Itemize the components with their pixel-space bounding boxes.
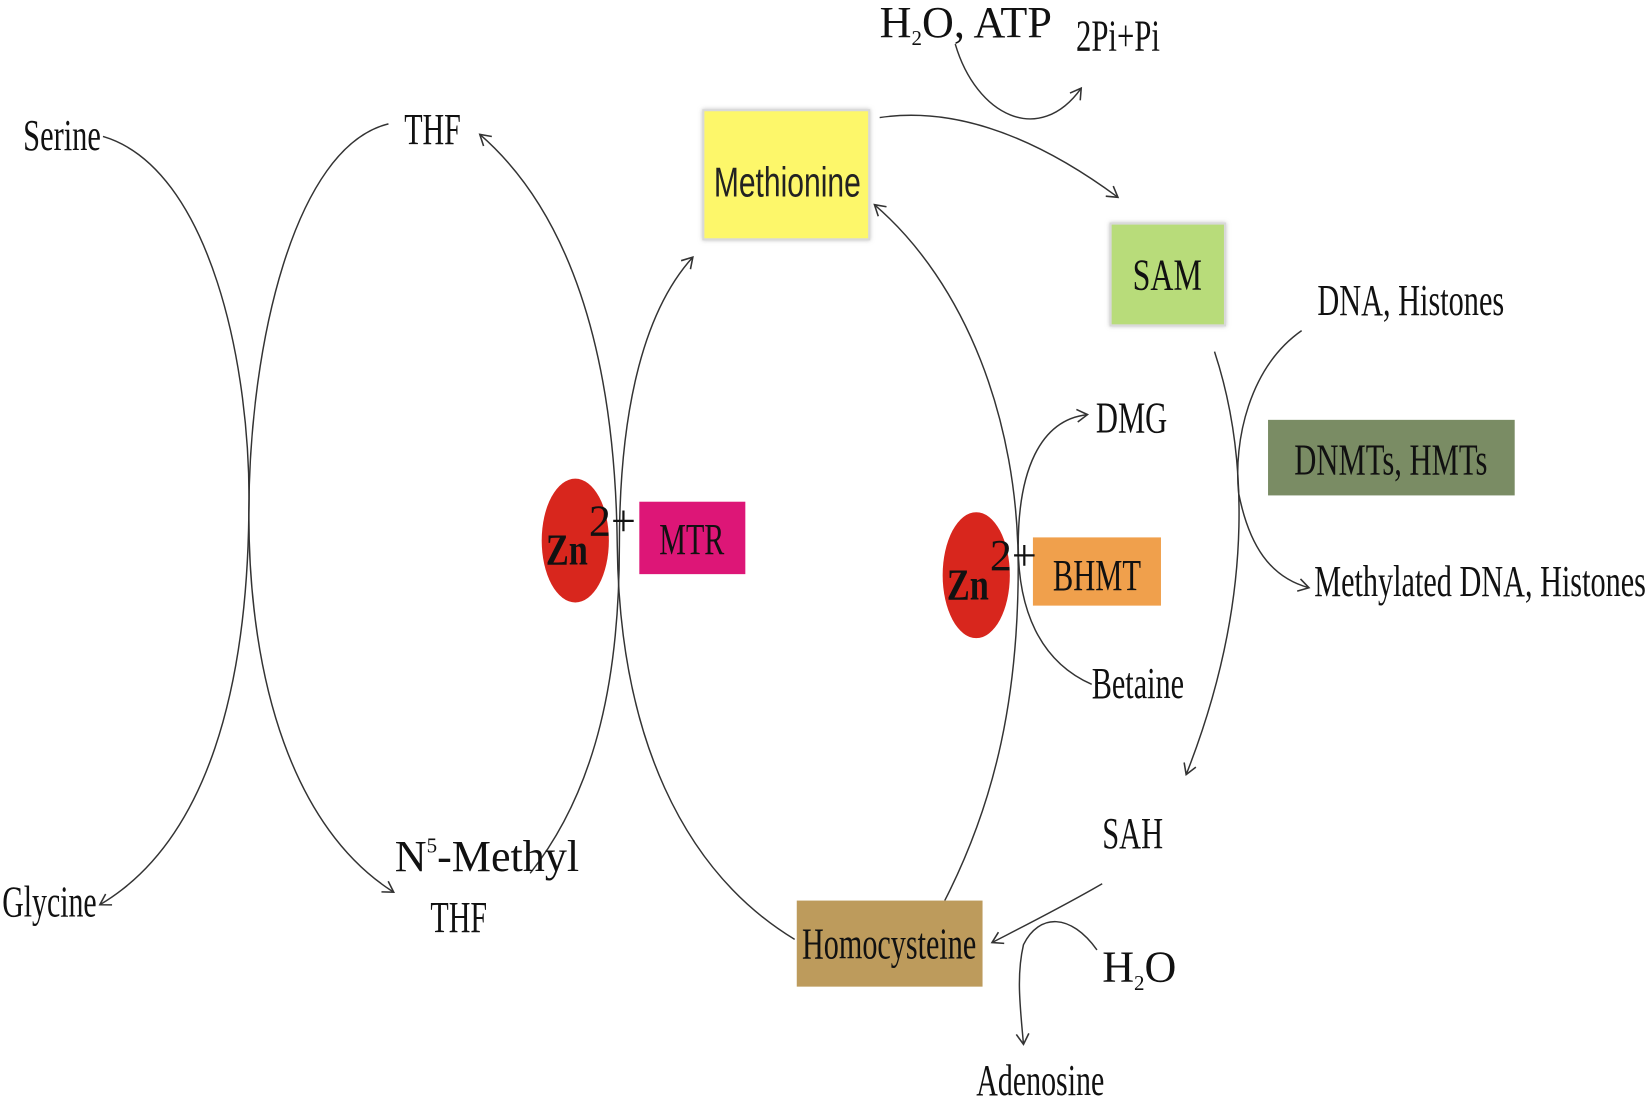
arrow-h2o-to-adenosine (1015, 920, 1098, 1046)
arrow-serine-to-glycine (98, 135, 250, 906)
zinc-charge: 2+ (589, 496, 636, 545)
dna-histones-label: DNA, Histones (1317, 276, 1504, 325)
zinc-label: Zn (947, 560, 989, 609)
pi-label: 2Pi+Pi (1076, 11, 1160, 60)
homocysteine-box: Homocysteine (796, 900, 983, 987)
arrow-dna-to-methylated (1236, 330, 1311, 592)
zinc-cofactor-bhmt: Zn 2+ (942, 512, 1037, 639)
methionine-label: Methionine (714, 158, 861, 205)
arrow-methionine-to-sam (879, 114, 1120, 199)
arrow-betaine-to-dmg (1017, 408, 1092, 686)
arrow-sah-to-homocysteine (990, 883, 1103, 945)
dmg-label: DMG (1096, 393, 1167, 442)
thf-label: THF (404, 105, 461, 154)
n5-methyl-label: N5-Methyl (395, 832, 579, 881)
bhmt-label: BHMT (1053, 551, 1141, 600)
zinc-cofactor-mtr: Zn 2+ (541, 478, 636, 603)
mtr-label: MTR (659, 515, 724, 564)
dnmts-hmts-label: DNMTs, HMTs (1294, 435, 1487, 484)
h2o-label: H2O (1102, 942, 1176, 994)
methionine-box: Methionine (702, 109, 871, 241)
mtr-box: MTR (639, 501, 746, 575)
arrow-homocysteine-to-methionine (873, 203, 1019, 901)
bhmt-box: BHMT (1032, 537, 1161, 606)
h2o-atp-label: H2O, ATP (880, 0, 1052, 50)
adenosine-label: Adenosine (976, 1056, 1104, 1100)
arrow-thf-to-n5-methyl-thf (248, 123, 395, 893)
methylated-dna-histones-label: Methylated DNA, Histones (1314, 557, 1646, 606)
homocysteine-label: Homocysteine (802, 919, 976, 968)
n5-methyl-thf-label: THF (430, 893, 487, 942)
betaine-label: Betaine (1092, 659, 1184, 708)
dnmts-hmts-box: DNMTs, HMTs (1268, 419, 1515, 496)
zinc-charge: 2+ (990, 531, 1037, 580)
sam-box: SAM (1109, 222, 1227, 327)
arrow-sam-to-sah (1183, 351, 1240, 777)
sah-label: SAH (1102, 809, 1163, 858)
arrow-n5-methyl-thf-to-methionine (529, 256, 694, 874)
serine-label: Serine (23, 111, 101, 160)
arrow-homocysteine-to-thf (478, 133, 796, 941)
glycine-label: Glycine (2, 877, 96, 926)
arrow-atp-to-pi (954, 43, 1083, 120)
zinc-label: Zn (546, 526, 588, 575)
sam-label: SAM (1133, 251, 1202, 300)
